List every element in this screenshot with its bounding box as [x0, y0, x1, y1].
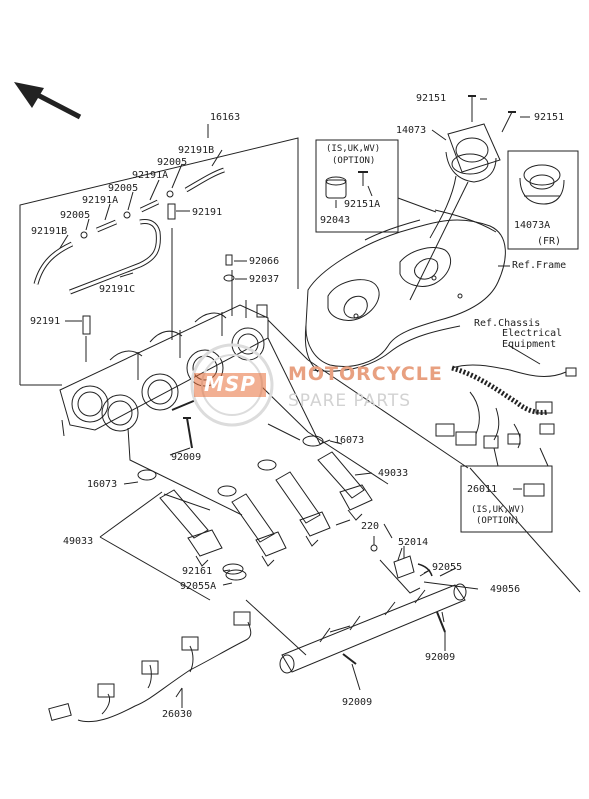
label-16073-left: 16073: [87, 479, 118, 490]
o-rings-16073: [137, 435, 324, 581]
watermark-logo: [190, 343, 274, 427]
label-ref-chassis-2: Electrical: [502, 328, 563, 339]
option-box-1-line-1: (IS,UK,WV): [326, 144, 381, 154]
label-92005-b: 92005: [108, 183, 139, 194]
fuel-delivery-pipe: [245, 559, 479, 674]
watermark-line-2: SPARE PARTS: [288, 391, 412, 411]
vacuum-hoses: [33, 167, 235, 335]
label-16073-right: 16073: [334, 435, 365, 446]
label-92151-a: 92151: [416, 93, 447, 104]
label-92151A: 92151A: [344, 199, 381, 210]
label-92191A-a: 92191A: [132, 170, 169, 181]
label-14073: 14073: [396, 125, 427, 136]
front-direction-arrow-icon: [14, 82, 82, 120]
chassis-harness: [435, 344, 577, 449]
fuel-injectors: [159, 451, 373, 567]
label-92055: 92055: [432, 562, 463, 573]
label-92037: 92037: [249, 274, 280, 285]
label-92043: 92043: [320, 215, 351, 226]
option-box-26011: [460, 447, 553, 533]
label-92009-top: 92009: [171, 452, 202, 463]
label-92005-c: 92005: [60, 210, 91, 221]
label-92191-left: 92191: [30, 316, 61, 327]
assembly-leader-lines: [127, 319, 581, 593]
option-box-2-line-1: (IS,UK,WV): [471, 505, 526, 515]
label-ref-chassis-3: Equipment: [502, 339, 557, 350]
label-49056: 49056: [490, 584, 521, 595]
wiring-harness-26030: [48, 611, 252, 722]
label-92191B-top: 92191B: [178, 145, 215, 156]
label-92191B-left: 92191B: [31, 226, 68, 237]
leader-lines-lower-left: [123, 440, 457, 698]
hose-kit-bracket: [19, 124, 299, 386]
label-92009-right: 92009: [425, 652, 456, 663]
label-16163: 16163: [210, 112, 241, 123]
leader-lines-upper: [59, 149, 247, 362]
label-49033-left: 49033: [63, 536, 94, 547]
label-ref-frame: Ref.Frame: [512, 260, 567, 271]
label-92009-bottom: 92009: [342, 697, 373, 708]
cap-14073A-box: [507, 150, 579, 250]
option-box-2-line-2: (OPTION): [476, 516, 520, 526]
label-220: 220: [361, 521, 380, 532]
option-box-1-line-2: (OPTION): [332, 156, 376, 166]
fitting-220-52014: [370, 536, 433, 579]
label-92191-mid: 92191: [192, 207, 223, 218]
frame-cover: [304, 209, 510, 373]
label-92161: 92161: [182, 566, 213, 577]
label-14073A: 14073A: [514, 220, 551, 231]
label-fr: (FR): [537, 236, 562, 247]
label-49033-right: 49033: [378, 468, 409, 479]
label-92151-b: 92151: [534, 112, 565, 123]
leader-lines-right: [354, 472, 445, 623]
screws-92009: [342, 611, 446, 691]
label-92055A: 92055A: [180, 581, 217, 592]
cap-14073: [409, 95, 530, 301]
label-92066: 92066: [249, 256, 280, 267]
label-26011: 26011: [467, 484, 498, 495]
screw-92009-top: [183, 417, 193, 449]
label-ref-chassis-1: Ref.Chassis: [474, 318, 541, 329]
label-92191C: 92191C: [99, 284, 136, 295]
watermark-logo-text: MSP: [204, 372, 256, 396]
label-52014: 52014: [398, 537, 429, 548]
option-box-92043: [315, 139, 437, 233]
watermark-line-1: MOTORCYCLE: [288, 363, 443, 385]
watermark: MSP MOTORCYCLE SPARE PARTS: [190, 343, 452, 428]
label-92005-a: 92005: [157, 157, 188, 168]
injector-bracket: [99, 491, 211, 601]
label-92191A-b: 92191A: [82, 195, 119, 206]
label-26030: 26030: [162, 709, 193, 720]
